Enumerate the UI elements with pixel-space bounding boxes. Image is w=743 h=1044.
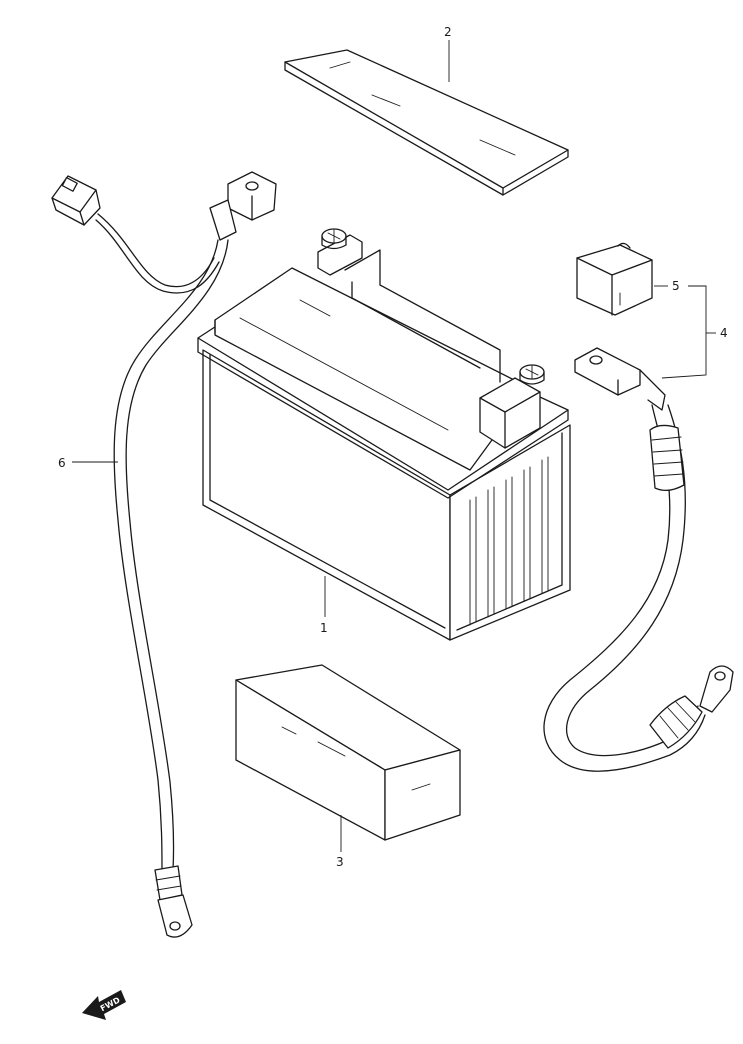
battery-icon <box>197 228 571 641</box>
pad-icon <box>284 49 569 196</box>
callout-number: 6 <box>58 456 66 470</box>
callout-4-5-bracket: 5 4 <box>654 279 728 379</box>
callout-5-number: 5 <box>672 279 680 293</box>
fwd-arrow-icon: FWD <box>82 990 126 1020</box>
wire-harness-icon <box>51 171 277 938</box>
terminal-cap-icon <box>576 242 653 316</box>
cable-icon <box>543 347 734 772</box>
callout-1: 1 <box>320 576 328 635</box>
callout-6: 6 <box>58 456 118 470</box>
callout-number: 3 <box>336 855 344 869</box>
callout-2: 2 <box>444 25 452 82</box>
callout-number: 2 <box>444 25 452 39</box>
block-icon <box>235 664 461 841</box>
callout-number: 1 <box>320 621 328 635</box>
callout-4-number: 4 <box>720 326 728 340</box>
callout-3: 3 <box>336 815 344 869</box>
